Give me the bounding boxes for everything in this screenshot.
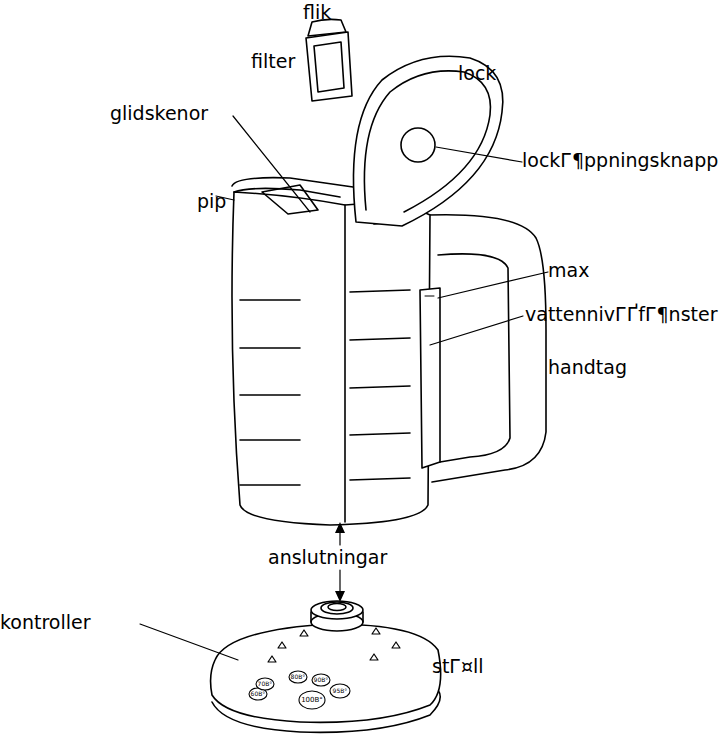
part-label: lock xyxy=(458,64,496,83)
part-label: glidskenor xyxy=(110,104,208,123)
part-label: flik xyxy=(303,3,331,22)
temperature-label: 60В° xyxy=(251,691,266,697)
part-label: max xyxy=(548,261,589,280)
base-drawing xyxy=(211,601,441,732)
part-label: vattennivГҐfГ¶nster xyxy=(525,305,718,324)
kettle-body xyxy=(232,178,546,525)
temperature-label: 100В° xyxy=(301,697,323,704)
part-label: lockГ¶ppningsknapp xyxy=(522,151,718,170)
temperature-label: 90В° xyxy=(314,677,329,683)
filter-drawing xyxy=(306,19,352,101)
part-label: handtag xyxy=(548,358,627,377)
lid-drawing xyxy=(353,56,502,226)
temperature-label: 70В° xyxy=(258,681,273,687)
part-label: filter xyxy=(251,52,295,71)
part-label: stГ¤ll xyxy=(432,657,484,676)
temperature-label: 80В° xyxy=(291,674,306,680)
part-label: pip xyxy=(197,192,226,211)
part-label: kontroller xyxy=(0,613,91,632)
leader-lines xyxy=(140,116,548,660)
temperature-label: 95В° xyxy=(333,688,348,694)
part-label: anslutningar xyxy=(268,548,387,567)
